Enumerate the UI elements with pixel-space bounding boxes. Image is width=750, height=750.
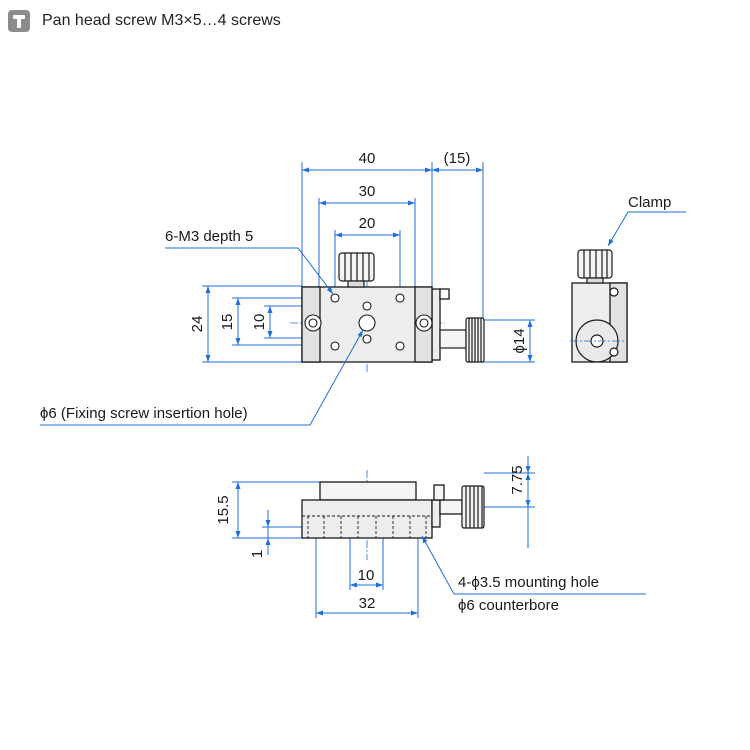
dim-40: 40 [359,150,376,167]
header: Pan head screw M3×5…4 screws [8,8,281,34]
dim-20: 20 [359,215,376,232]
dim-phi14: ϕ14 [511,328,528,353]
header-text: Pan head screw M3×5…4 screws [42,12,281,29]
callout-clamp: Clamp [628,194,671,211]
dim-15-paren: (15) [444,150,471,167]
callout-fixing-hole: ϕ6 (Fixing screw insertion hole) [40,405,248,422]
side-view: Clamp [570,194,686,363]
t-screw-icon [8,10,30,32]
dim-7-75: 7.75 [509,465,526,494]
callout-mounting-hole: 4-ϕ3.5 mounting hole [458,574,599,591]
dim-15: 15 [219,314,236,331]
dim-10: 10 [251,314,268,331]
callout-counterbore: ϕ6 counterbore [458,597,559,614]
dim-15-5: 15.5 [215,495,232,524]
dim-10-front: 10 [358,567,375,584]
dim-24: 24 [189,316,206,333]
dim-32: 32 [359,595,376,612]
front-view: 15.5 1 7.75 10 32 4-ϕ3.5 mounting hole ϕ… [215,456,646,618]
callout-thread: 6-M3 depth 5 [165,228,253,245]
top-view: 40 (15) 30 20 6-M3 depth 5 24 15 10 ϕ14 … [40,150,535,426]
dim-1: 1 [249,550,266,558]
dim-30: 30 [359,183,376,200]
